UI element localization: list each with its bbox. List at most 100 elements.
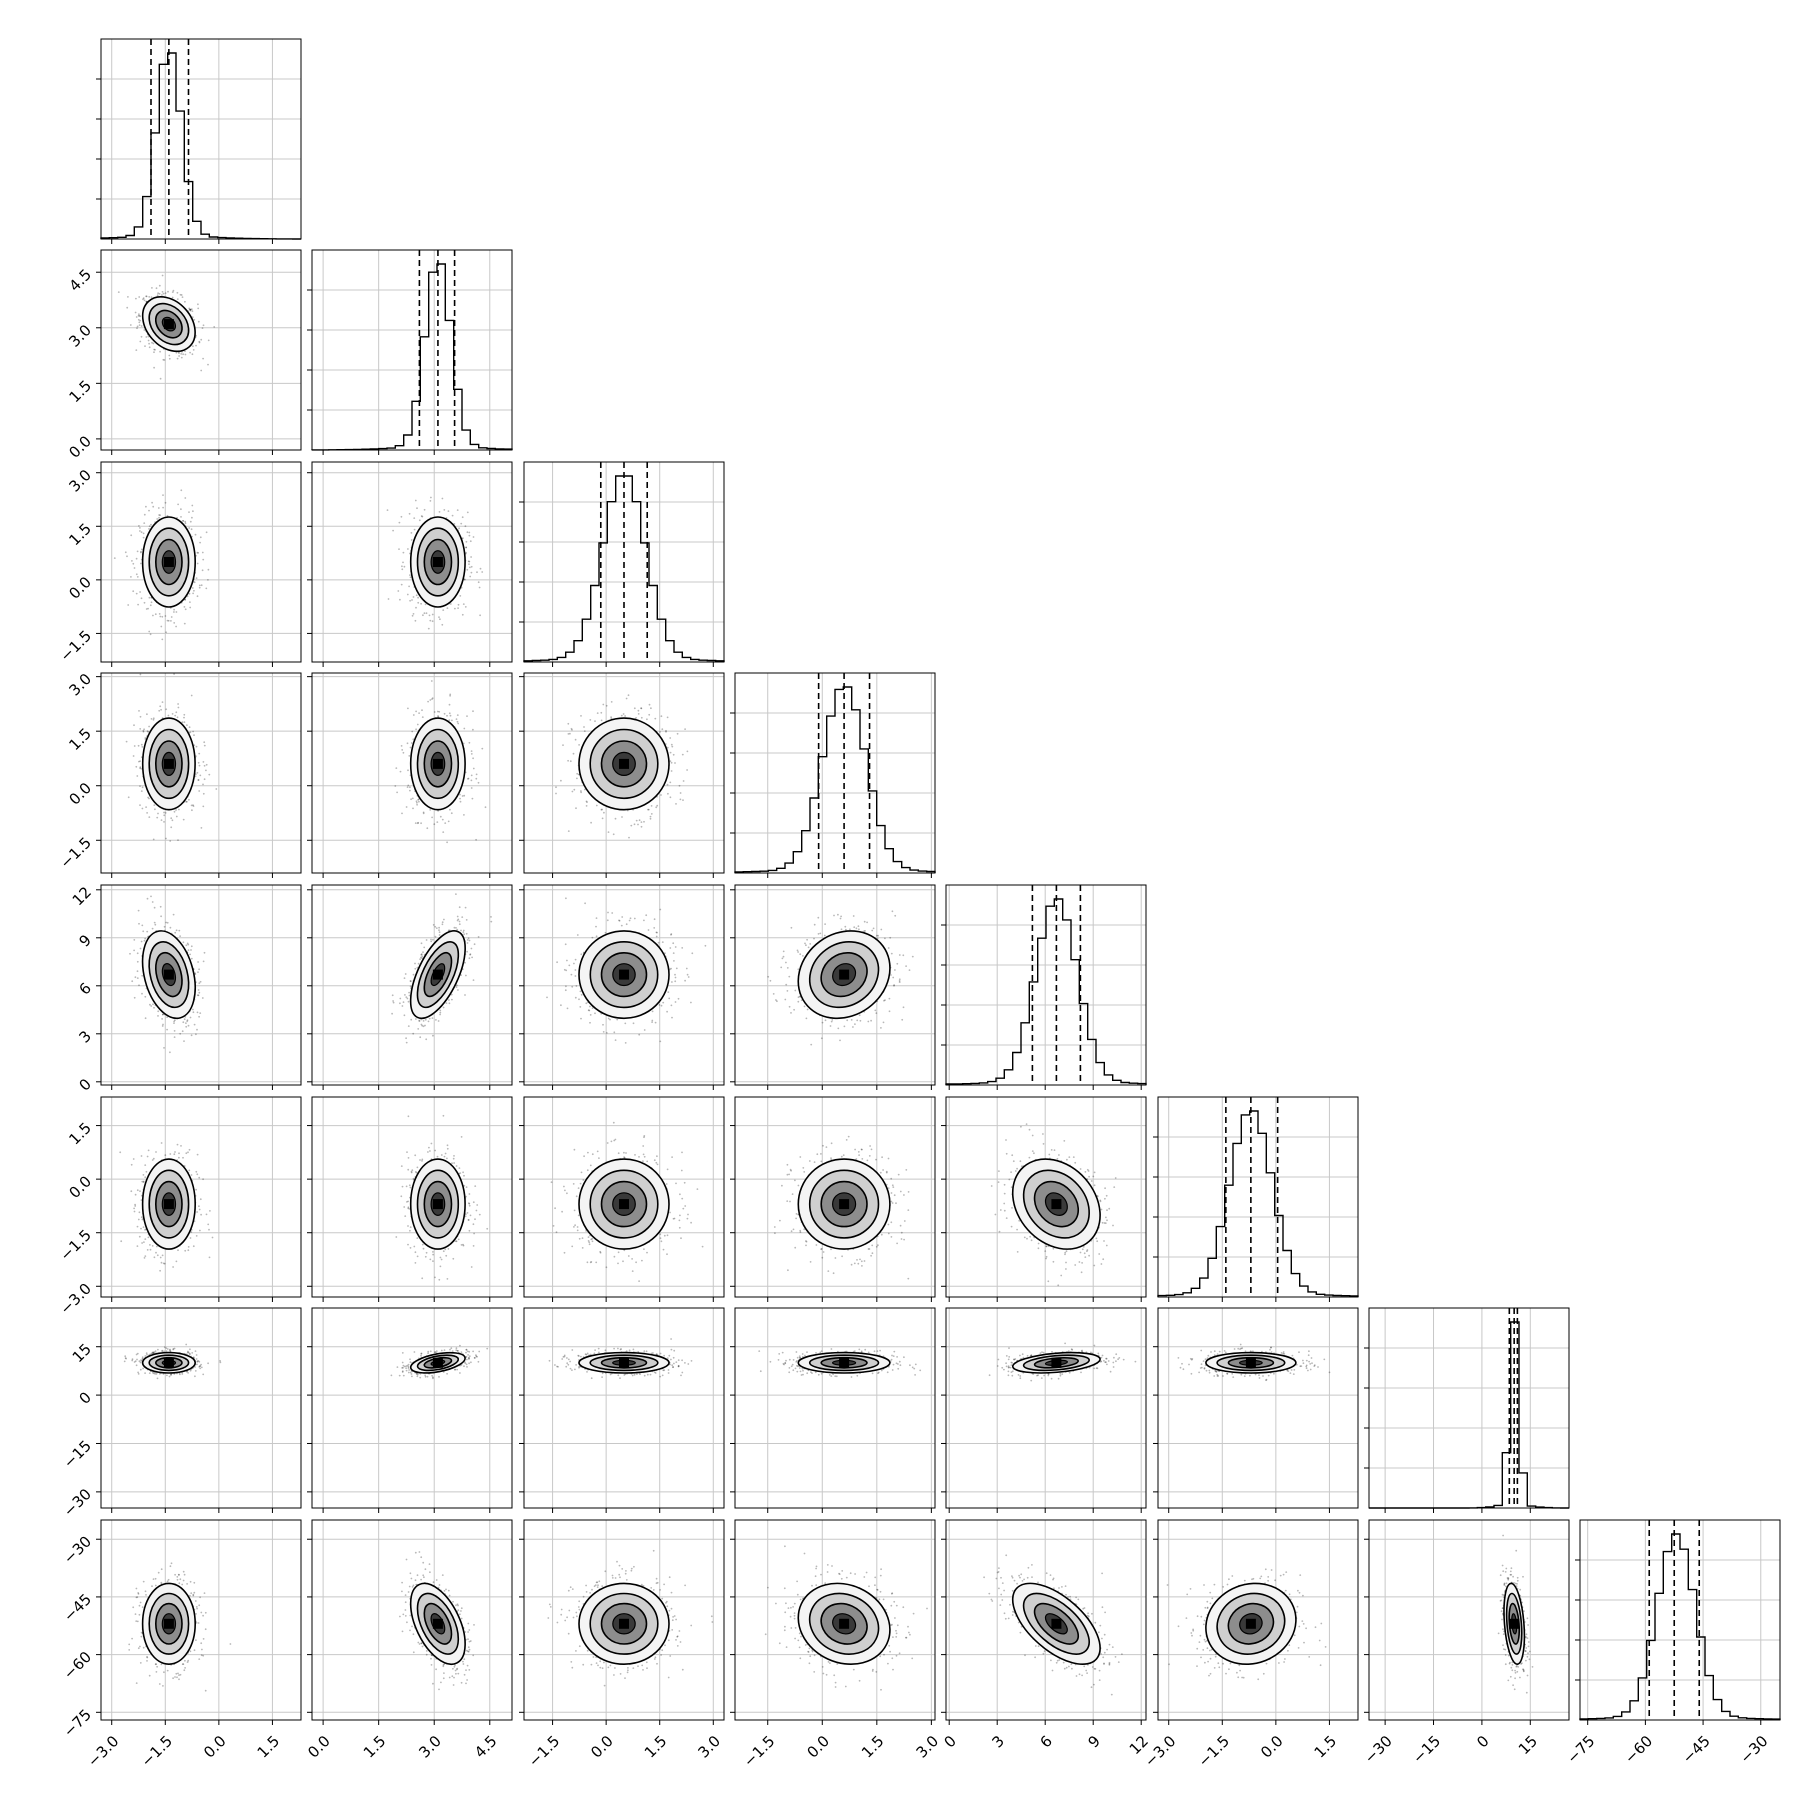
scatter-panel-1-7 (307, 1519, 513, 1725)
scatter-panel-0-1 (96, 249, 302, 455)
ytick-label-3-0: −1.5 (56, 834, 94, 872)
xtick-label-7-3: −30 (1736, 1732, 1771, 1767)
xtick-label-6-1: −15 (1409, 1732, 1444, 1767)
histogram-4 (945, 898, 1147, 1085)
scatter-panel-0-2 (96, 461, 302, 667)
ytick-label-1-3: 4.5 (65, 265, 95, 295)
xtick-label-4-0: 0 (940, 1732, 959, 1751)
xtick-label-4-2: 6 (1036, 1732, 1055, 1751)
scatter-panel-2-3 (519, 672, 725, 878)
xtick-label-6-2: 0 (1473, 1732, 1492, 1751)
scatter-panel-2-6 (519, 1307, 725, 1513)
xtick-label-3-2: 1.5 (858, 1732, 888, 1762)
ytick-label-4-4: 12 (69, 883, 95, 909)
scatter-panel-5-6 (1153, 1307, 1359, 1513)
xtick-label-3-0: −1.5 (740, 1732, 778, 1770)
ytick-label-6-3: 15 (69, 1340, 95, 1366)
scatter-panel-1-5 (307, 1096, 513, 1302)
histogram-panel-0 (96, 38, 302, 244)
xtick-label-2-2: 1.5 (641, 1732, 671, 1762)
histogram-panel-5 (1153, 1096, 1359, 1302)
xtick-label-0-2: 0.0 (200, 1732, 230, 1762)
scatter-panel-1-4 (307, 884, 513, 1090)
scatter-panel-3-6 (730, 1307, 936, 1513)
xtick-label-1-3: 4.5 (471, 1732, 501, 1762)
ytick-label-7-0: −75 (60, 1706, 95, 1741)
scatter-panel-2-4 (519, 884, 725, 1090)
xtick-label-3-1: 0.0 (803, 1732, 833, 1762)
ytick-label-1-1: 1.5 (65, 377, 95, 407)
ytick-label-6-2: 0 (76, 1388, 95, 1407)
ytick-label-4-0: 0 (76, 1075, 95, 1094)
ytick-label-6-0: −30 (60, 1485, 95, 1520)
xtick-label-1-0: 0.0 (304, 1732, 334, 1762)
scatter-panel-4-6 (941, 1307, 1147, 1513)
scatter-panel-2-5 (519, 1096, 725, 1302)
xtick-label-4-3: 9 (1084, 1732, 1103, 1751)
ytick-label-4-1: 3 (76, 1027, 95, 1046)
ytick-label-5-2: 0.0 (65, 1172, 95, 1202)
scatter-panel-3-7 (730, 1519, 936, 1725)
scatter-panel-0-7 (96, 1519, 302, 1725)
scatter-panel-0-6 (96, 1307, 302, 1513)
histogram-panel-4 (941, 884, 1147, 1090)
ytick-label-3-3: 3.0 (65, 670, 95, 700)
ytick-label-4-2: 6 (76, 979, 95, 998)
ytick-label-3-2: 1.5 (65, 724, 95, 754)
ytick-label-7-1: −60 (60, 1648, 95, 1683)
ytick-label-6-1: −15 (60, 1437, 95, 1472)
ytick-label-7-3: −30 (60, 1533, 95, 1568)
xtick-label-5-2: 0.0 (1257, 1732, 1287, 1762)
histogram-panel-6 (1364, 1307, 1570, 1513)
ytick-label-5-0: −3.0 (57, 1280, 95, 1318)
xtick-label-0-3: 1.5 (254, 1732, 284, 1762)
xtick-label-0-1: −1.5 (138, 1732, 176, 1770)
scatter-panel-1-6 (307, 1307, 513, 1513)
scatter-panel-6-7 (1364, 1519, 1570, 1725)
scatter-panel-0-3 (96, 672, 302, 878)
xtick-label-3-3: 3.0 (913, 1732, 943, 1762)
ytick-label-1-0: 0.0 (65, 432, 95, 462)
xtick-label-2-1: 0.0 (587, 1732, 617, 1762)
scatter-panel-5-7 (1153, 1519, 1359, 1725)
histogram-7 (1579, 1533, 1781, 1720)
ytick-label-3-1: 0.0 (65, 779, 95, 809)
ytick-label-2-0: −1.5 (57, 627, 95, 665)
xtick-label-7-0: −75 (1563, 1732, 1598, 1767)
histogram-5 (1157, 1110, 1359, 1297)
histogram-panel-7 (1575, 1519, 1781, 1725)
scatter-panel-1-2 (307, 461, 513, 667)
ytick-label-7-2: −45 (60, 1590, 95, 1625)
scatter-panel-3-4 (730, 884, 936, 1090)
xtick-label-4-1: 3 (988, 1732, 1007, 1751)
histogram-panel-1 (307, 249, 513, 455)
xtick-label-5-1: −1.5 (1195, 1732, 1233, 1770)
xtick-label-1-2: 3.0 (415, 1732, 445, 1762)
xtick-label-5-3: 1.5 (1311, 1732, 1341, 1762)
xtick-label-5-0: −3.0 (1141, 1732, 1179, 1770)
xtick-label-1-1: 1.5 (360, 1732, 390, 1762)
xtick-label-7-2: −45 (1679, 1732, 1714, 1767)
ytick-label-5-1: −1.5 (57, 1226, 95, 1264)
histogram-panel-3 (730, 672, 936, 878)
scatter-panel-0-5 (96, 1096, 302, 1302)
xtick-label-6-0: −30 (1361, 1732, 1396, 1767)
ytick-label-2-2: 1.5 (65, 520, 95, 550)
scatter-panel-4-5 (941, 1096, 1147, 1302)
xtick-label-7-1: −60 (1621, 1732, 1656, 1767)
ytick-label-4-3: 9 (76, 931, 95, 950)
xtick-label-2-0: −1.5 (525, 1732, 563, 1770)
ytick-label-2-3: 3.0 (65, 466, 95, 496)
scatter-panel-2-7 (519, 1519, 725, 1725)
histogram-3 (734, 686, 936, 873)
scatter-panel-3-5 (730, 1096, 936, 1302)
scatter-panel-1-3 (307, 672, 513, 878)
xtick-label-6-3: 15 (1515, 1732, 1541, 1758)
xtick-label-2-3: 3.0 (694, 1732, 724, 1762)
xtick-label-0-0: −3.0 (84, 1732, 122, 1770)
ytick-label-5-3: 1.5 (65, 1119, 95, 1149)
histogram-panel-2 (519, 461, 725, 667)
ytick-label-2-1: 0.0 (65, 573, 95, 603)
scatter-panel-0-4 (96, 884, 302, 1090)
